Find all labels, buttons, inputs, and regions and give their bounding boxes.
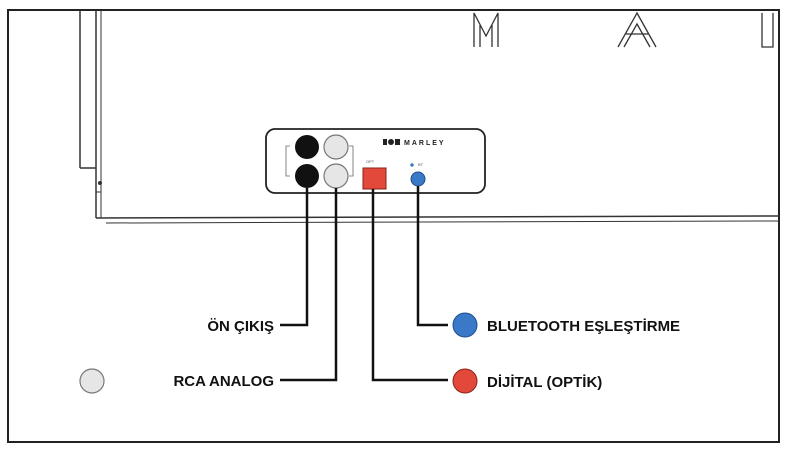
bluetooth-button: [410, 171, 426, 187]
device-screw: [98, 181, 102, 185]
front-out-leader: [280, 188, 309, 327]
rca-analog-jack-top: [323, 134, 349, 160]
device-top-lettering: [473, 11, 774, 48]
rca-analog-leader: [280, 188, 338, 382]
rca-analog-legend-dot: [79, 368, 105, 394]
optical-legend-dot: [452, 368, 478, 394]
brand-text: MARLEY: [404, 140, 446, 147]
rca-analog-jack-bottom: [323, 163, 349, 189]
front-out-label: ÖN ÇIKIŞ: [207, 318, 274, 335]
rear-panel: [265, 128, 486, 194]
rca-analog-label: RCA ANALOG: [173, 373, 274, 390]
bluetooth-pairing-label: BLUETOOTH EŞLEŞTİRME: [487, 318, 680, 335]
bluetooth-legend-dot: [452, 312, 478, 338]
optical-port: [362, 167, 387, 190]
diagram-frame: [7, 9, 780, 443]
bt-led-icon: [410, 163, 414, 167]
front-out-jack-bottom: [295, 164, 319, 188]
digital-optical-label: DİJİTAL (OPTİK): [487, 374, 602, 391]
optical-port-label: OPT: [366, 159, 375, 164]
front-out-jack-top: [295, 135, 319, 159]
bluetooth-leader: [416, 186, 448, 327]
panel-brand: MARLEY: [383, 139, 446, 147]
bt-button-label: BT: [418, 162, 424, 167]
optical-leader: [371, 189, 448, 382]
jack-bracket-marks: [285, 145, 354, 177]
leader-lines: [280, 186, 448, 382]
